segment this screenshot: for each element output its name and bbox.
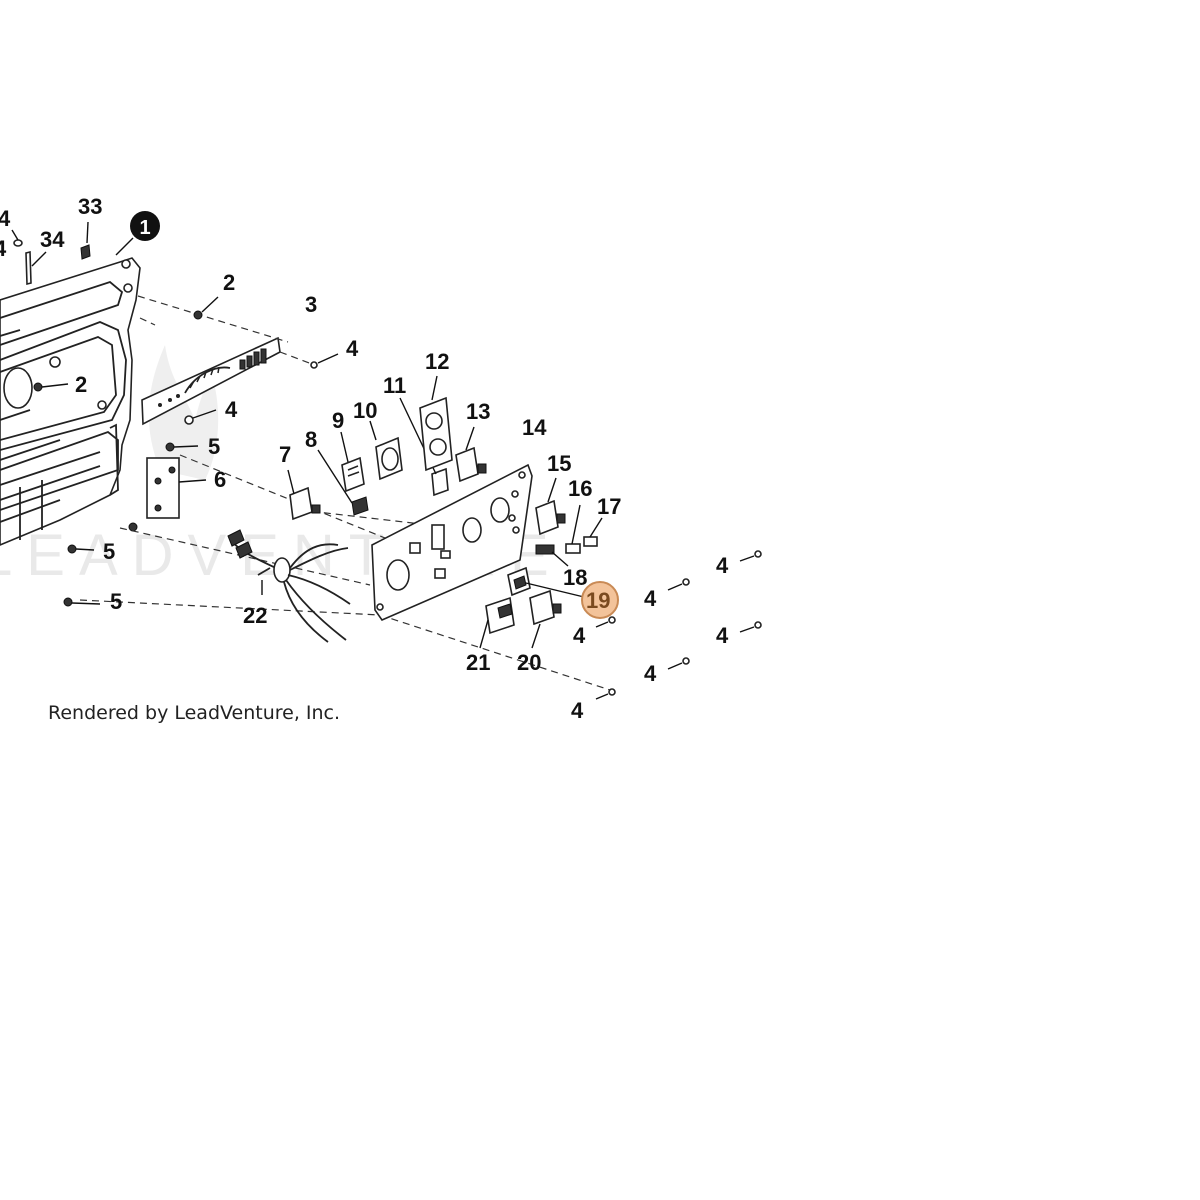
callout-badge-19 <box>581 581 619 619</box>
callout-4: 4 <box>644 586 657 611</box>
callout-4: 4 <box>0 206 11 231</box>
callout-5: 5 <box>208 434 220 459</box>
callout-10: 10 <box>353 398 377 423</box>
part-20-breaker <box>529 589 562 649</box>
part-22-wire-harness <box>227 529 351 643</box>
part-4-screw <box>310 353 339 369</box>
callout-4: 4 <box>573 623 586 648</box>
credit-text: Rendered by LeadVenture, Inc. <box>48 702 340 724</box>
callout-1: 1 <box>139 217 150 239</box>
callout-11: 11 <box>383 373 406 398</box>
part-8-switch <box>317 449 369 516</box>
part-4-screw <box>739 550 762 562</box>
part-4-screw <box>184 409 217 425</box>
callout-22: 22 <box>243 603 267 628</box>
callout-badge-1 <box>130 211 160 241</box>
callout-19: 19 <box>586 588 610 613</box>
part-34-pin <box>25 250 32 286</box>
callout-4: 4 <box>716 553 729 578</box>
guide-line <box>137 295 289 343</box>
callout-2: 2 <box>75 372 87 397</box>
callout-33: 33 <box>78 194 102 219</box>
part-21-outlet <box>479 596 515 649</box>
callout-9: 9 <box>332 408 344 433</box>
callout-4: 4 <box>571 698 584 723</box>
part-4-screw <box>667 578 690 591</box>
guide-line <box>139 317 156 326</box>
part-12-duplex-outlet <box>419 375 453 472</box>
part-5-screw <box>165 442 199 452</box>
callout-13: 13 <box>466 399 490 424</box>
callout-5: 5 <box>103 539 115 564</box>
part-4-screw <box>595 616 616 628</box>
part-33-clip <box>80 244 91 260</box>
part-2-screw <box>33 382 69 392</box>
part-9-outlet <box>340 431 365 493</box>
part-2-screw <box>193 296 219 320</box>
part-4-washer-top <box>13 239 23 247</box>
callout-18: 18 <box>563 565 587 590</box>
callout-4: 4 <box>644 661 657 686</box>
callout-7: 7 <box>279 442 291 467</box>
callout-21: 21 <box>466 650 490 675</box>
callout-4: 4 <box>0 236 7 261</box>
callout-3: 3 <box>305 292 317 317</box>
guide-line <box>119 527 371 586</box>
part-16-knob <box>565 504 581 554</box>
callout-4: 4 <box>225 397 238 422</box>
part-5-screw <box>63 597 101 607</box>
part-5-screw <box>67 522 138 554</box>
callout-4: 4 <box>346 336 359 361</box>
callout-15: 15 <box>547 451 571 476</box>
front-housing <box>0 257 141 546</box>
guide-line <box>379 614 611 691</box>
guide-line <box>179 454 391 541</box>
part-4-screw <box>595 688 616 700</box>
callout-4: 4 <box>716 623 729 648</box>
part-7-breaker <box>287 469 321 521</box>
part-10-twist-lock <box>369 420 403 481</box>
callout-20: 20 <box>517 650 541 675</box>
guide-line <box>299 509 431 526</box>
guide-line <box>279 351 313 365</box>
part-4-screw <box>667 657 690 670</box>
callout-14: 14 <box>522 415 547 440</box>
part-4-screw <box>739 621 762 633</box>
callout-2: 2 <box>223 270 235 295</box>
callout-5: 5 <box>110 589 122 614</box>
callout-17: 17 <box>597 494 621 519</box>
callout-6: 6 <box>214 467 226 492</box>
part-13-breaker <box>455 426 487 483</box>
callout-16: 16 <box>568 476 592 501</box>
callout-34: 34 <box>40 227 65 252</box>
callout-8: 8 <box>305 427 317 452</box>
part-6-clip-set <box>146 457 207 519</box>
callout-12: 12 <box>425 349 449 374</box>
part-3-meter-panel <box>141 336 281 426</box>
part-15-breaker <box>535 477 566 536</box>
part-17-knob <box>583 517 603 547</box>
part-14-control-panel <box>371 463 533 621</box>
part-18-fitting <box>535 544 569 567</box>
part-19-usb-outlet <box>507 566 585 598</box>
guide-line <box>79 599 381 616</box>
